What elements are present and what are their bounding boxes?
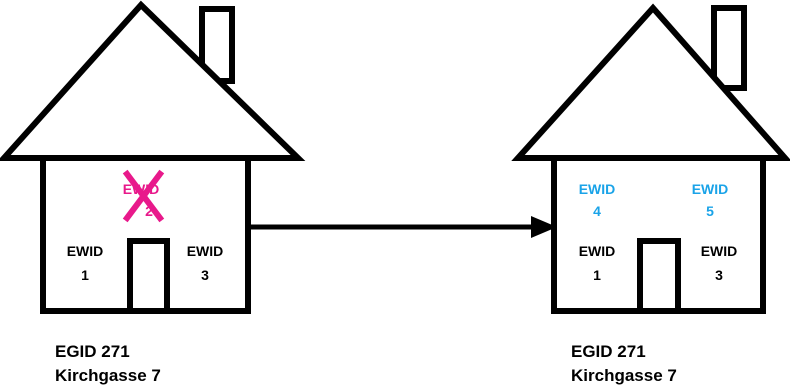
building-id: EGID 271 [55,342,130,361]
house-before: EWID 2 EWID 1 EWID 3 EGID 271 Kirchgasse… [0,0,306,385]
unit-number: 1 [81,267,89,283]
unit-label: EWID [701,243,738,259]
removed-cross-icon [122,169,165,223]
unit-added-number: 5 [706,203,714,219]
house-after: EWID 4 EWID 5 EWID 1 EWID 3 EGID 271 Kir… [511,3,790,385]
unit-label: EWID [67,243,104,259]
unit-label: EWID [187,243,224,259]
door [637,238,681,314]
unit-number: 3 [201,267,209,283]
door [127,238,170,314]
roof [0,0,306,161]
unit-added-number: 4 [593,203,601,219]
unit-added-label: EWID [692,181,729,197]
building-address: Kirchgasse 7 [55,366,161,385]
unit-number: 1 [593,267,601,283]
chimney [711,5,747,91]
transition-arrow-icon [250,216,557,238]
unit-added-label: EWID [579,181,616,197]
unit-label: EWID [579,243,616,259]
building-id: EGID 271 [571,342,646,361]
unit-number: 3 [715,267,723,283]
building-address: Kirchgasse 7 [571,366,677,385]
unit-removed-number: 2 [145,203,153,219]
